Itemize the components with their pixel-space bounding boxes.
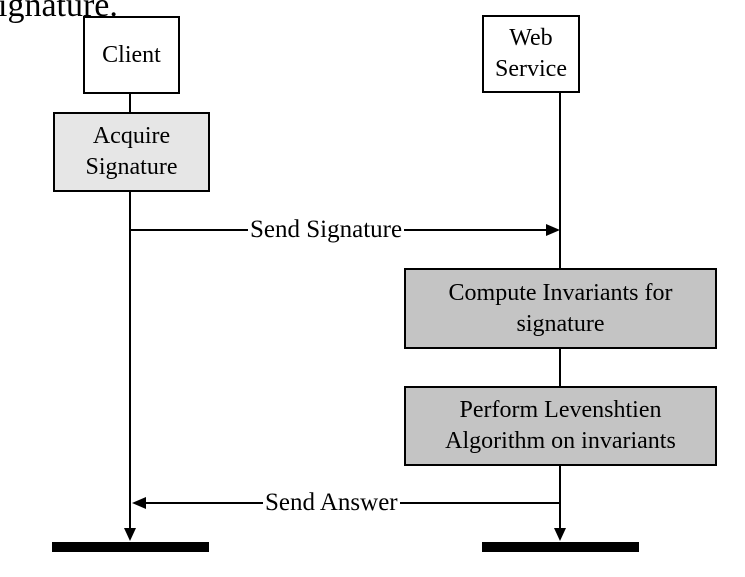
acquire-label-line1: Acquire <box>92 123 171 150</box>
client-lifeline-arrowhead <box>124 528 136 541</box>
web-service-label-line2: Service <box>495 56 567 82</box>
compute-label-line2: signature <box>516 310 605 337</box>
service-lifeline-arrowhead <box>554 528 566 541</box>
service-end-bar <box>482 542 639 552</box>
compute-invariants-box: Compute Invariants for signature <box>404 268 717 349</box>
web-service-label-line1: Web <box>509 25 553 52</box>
acquire-signature-box: Acquire Signature <box>53 112 210 192</box>
client-label: Client <box>102 41 161 68</box>
acquire-label-line2: Signature <box>85 154 178 180</box>
web-service-box: Web Service <box>482 15 580 93</box>
perform-levenshtien-box: Perform Levenshtien Algorithm on invaria… <box>404 386 717 466</box>
send-answer-arrowhead <box>132 497 146 509</box>
send-answer-label: Send Answer <box>263 489 400 516</box>
send-signature-arrowhead <box>546 224 560 236</box>
client-box: Client <box>83 16 180 94</box>
perform-label-line2: Algorithm on invariants <box>445 428 676 454</box>
compute-label-line1: Compute Invariants for <box>448 279 673 306</box>
perform-label-line1: Perform Levenshtien <box>459 397 662 424</box>
client-end-bar <box>52 542 209 552</box>
send-signature-label: Send Signature <box>248 216 405 243</box>
